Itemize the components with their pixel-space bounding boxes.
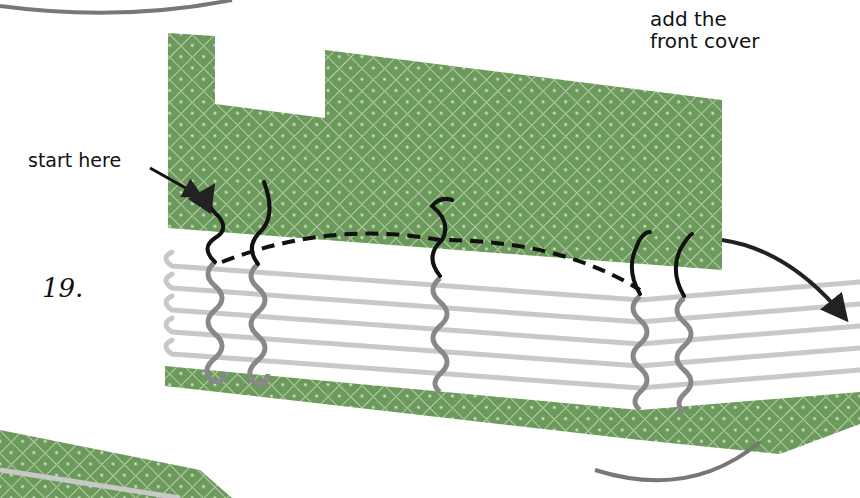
thread [208,182,693,296]
start-pointer [150,168,200,196]
signatures [166,252,860,388]
step-instruction: add the front cover [650,8,770,52]
turn-arrow [722,240,845,318]
next-step-cover [0,430,232,498]
previous-step-curve [0,0,232,13]
turn-arc [595,442,760,480]
step-number: 19. [42,274,112,303]
kettle-chain-stitches [207,262,691,412]
start-label: start here [28,150,158,171]
